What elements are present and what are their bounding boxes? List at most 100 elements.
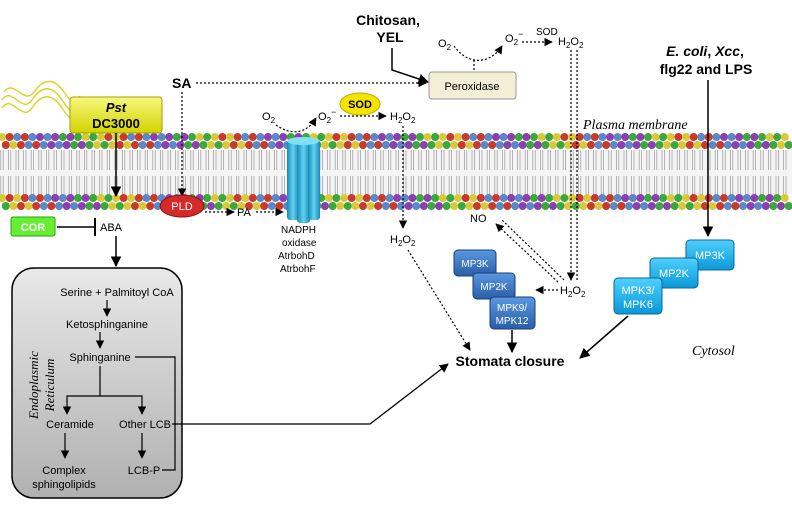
mpk9-box: MPK9/ MPK12	[489, 296, 536, 330]
lipid-head	[184, 141, 193, 149]
lipid-head	[96, 133, 105, 141]
lipid-head	[264, 194, 272, 202]
lipid-head	[682, 194, 690, 202]
lipid-head	[81, 133, 90, 141]
lipid-head	[245, 141, 253, 149]
sphinganine-to-lcb-arrow	[100, 395, 147, 415]
lipid-head	[0, 194, 6, 202]
lipid-head	[431, 194, 440, 202]
lipid-head	[28, 194, 37, 202]
lipid-head	[484, 194, 493, 202]
lipid-head	[20, 194, 29, 202]
lipid-head	[381, 202, 390, 210]
lipid-head	[324, 133, 333, 141]
mpk3-box: MPK3/ MPK6	[613, 277, 663, 315]
lcbp-label: LCB-P	[128, 465, 160, 477]
lipid-head	[423, 133, 432, 141]
lipid-head	[267, 141, 276, 149]
lipid-head	[317, 133, 326, 141]
lipid-head	[511, 141, 519, 149]
lipid-head	[328, 202, 337, 210]
lipid-head	[9, 202, 18, 210]
lipid-head	[731, 202, 740, 210]
lipid-head	[93, 202, 101, 210]
lipid-head	[628, 133, 637, 141]
lipid-head	[199, 141, 208, 149]
lipid-head	[214, 202, 223, 210]
lipid-head	[275, 141, 284, 149]
lipid-head	[514, 194, 523, 202]
lipid-head	[625, 141, 633, 149]
lipid-head	[484, 133, 493, 141]
lipid-head	[765, 194, 774, 202]
lipid-head	[119, 194, 128, 202]
lipid-head	[571, 141, 580, 149]
serine-label: Serine + Palmitoyl CoA	[60, 287, 174, 299]
lipid-head	[670, 202, 679, 210]
chitosan-arrow	[391, 48, 429, 84]
lipid-head	[96, 194, 105, 202]
lipid-head	[720, 133, 728, 141]
lipid-head	[210, 133, 219, 141]
lipid-head	[39, 141, 48, 149]
mp3k-right-label: MP3K	[695, 250, 726, 262]
lipid-head	[723, 141, 732, 149]
sphinganine-to-lcbp-line	[135, 356, 176, 471]
lipid-head	[526, 202, 535, 210]
lipid-head	[115, 202, 124, 210]
lipid-head	[495, 202, 504, 210]
lipid-head	[176, 141, 185, 149]
mpk3-label-1: MPK3/	[621, 285, 655, 297]
lipid-head	[62, 202, 71, 210]
lipid-head	[264, 133, 272, 141]
lipid-head	[469, 133, 478, 141]
lipid-head	[754, 141, 763, 149]
lipid-head	[419, 141, 428, 149]
lipid-head	[579, 141, 588, 149]
lipid-head	[203, 133, 212, 141]
er-box	[11, 267, 183, 499]
lipid-head	[39, 202, 48, 210]
lipid-head	[541, 202, 550, 210]
lipid-head	[560, 194, 569, 202]
lipid-head	[5, 133, 14, 141]
lipid-head	[568, 194, 576, 202]
sod-top-label: SOD	[536, 27, 558, 38]
lipid-head	[218, 194, 227, 202]
lipid-head	[131, 141, 139, 149]
lipid-head	[332, 194, 341, 202]
lipid-head	[47, 202, 56, 210]
lipid-head	[423, 194, 432, 202]
lipid-head	[172, 133, 181, 141]
lipid-head	[55, 141, 63, 149]
lipid-head	[689, 194, 698, 202]
lipid-head	[248, 133, 257, 141]
ecoli-label: E. coli, Xcc,	[666, 43, 744, 59]
superoxide-mem-label: O2−	[318, 107, 336, 125]
lipid-head	[188, 133, 196, 141]
lipid-head	[465, 141, 474, 149]
lipid-head	[62, 141, 71, 149]
lipid-head	[416, 194, 424, 202]
lipid-head	[476, 194, 485, 202]
lipid-head	[682, 133, 690, 141]
complex-line2: sphingolipids	[32, 479, 96, 491]
lipid-head	[522, 133, 531, 141]
ceramide-label: Ceramide	[46, 419, 94, 431]
mp3k-mid-label: MP3K	[461, 259, 489, 270]
lipid-head	[146, 202, 155, 210]
sod-membrane-ellipse: SOD	[339, 92, 381, 116]
lipid-head	[218, 133, 227, 141]
lipid-head	[644, 133, 652, 141]
stomata-closure-label: Stomata closure	[456, 353, 565, 369]
lipid-head	[784, 202, 792, 210]
lipid-head	[20, 133, 29, 141]
lipid-head	[119, 133, 128, 141]
lipid-head	[697, 194, 706, 202]
lipid-head	[351, 202, 360, 210]
h2o2-to-no-arrow-2	[501, 219, 565, 281]
lipid-head	[222, 141, 231, 149]
lipid-head	[17, 202, 25, 210]
lipid-head	[693, 141, 702, 149]
